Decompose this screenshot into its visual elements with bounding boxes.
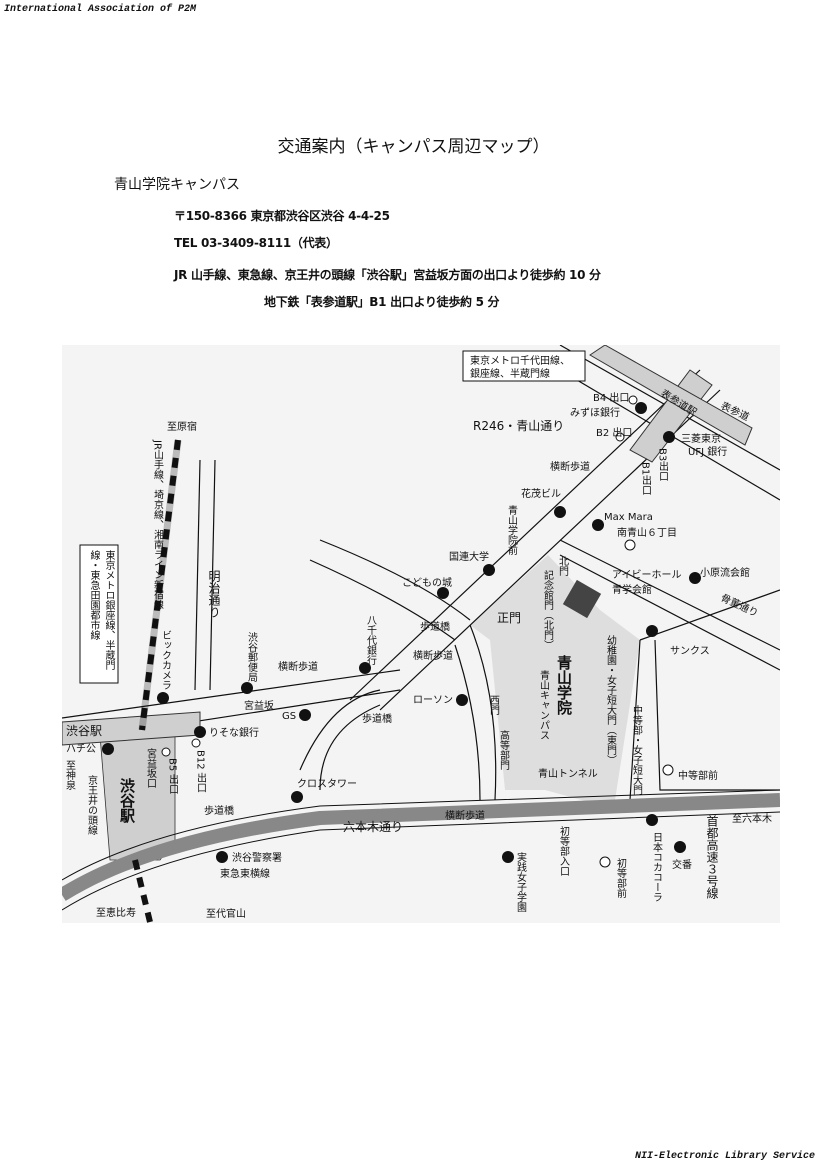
label: クロスタワー [297, 778, 357, 790]
label: 渋谷駅 [66, 724, 102, 738]
map-svg: 東京メトロ千代田線、 銀座線、半蔵門線 表参道駅 表参道 B4 出口 みずほ銀行… [58, 344, 781, 923]
label: 六本木通り [343, 820, 403, 834]
label: 至恵比寿 [96, 906, 136, 919]
label: ビックカメラ [160, 630, 171, 690]
label: 三菱東京 [681, 432, 721, 445]
label: 至六本木 [732, 812, 772, 825]
label: 西門 [488, 695, 500, 716]
label: 小原流会館 [700, 566, 750, 579]
label: 宮益坂口 [145, 747, 157, 788]
label: B4 出口 [593, 391, 629, 404]
campus-map: 東京メトロ千代田線、 銀座線、半蔵門線 表参道駅 表参道 B4 出口 みずほ銀行… [58, 344, 781, 923]
label: アイビーホール [612, 569, 682, 581]
label: JR山手線、埼京線、湘南ライン新宿線 [152, 439, 164, 610]
label: 国連大学 [449, 550, 489, 563]
label: B12 出口 [195, 750, 206, 793]
label: 東京メトロ千代田線、 [470, 354, 570, 367]
label: 交番 [672, 858, 692, 871]
address: 〒150-8366 東京都渋谷区渋谷 4-4-25 [174, 209, 390, 223]
telephone: TEL 03-3409-8111（代表） [174, 236, 338, 250]
jr-tracks [139, 439, 181, 731]
label: 東京メトロ銀座線、半蔵門線・東急田園都市線 [88, 550, 114, 670]
label: 京王井の頭線 [86, 774, 98, 835]
label: 横断歩道 [413, 649, 453, 662]
label: 正門 [497, 611, 521, 625]
label: 八千代銀行 [365, 615, 377, 666]
label: B3出口 [657, 448, 668, 481]
label: 南青山６丁目 [617, 526, 677, 539]
label: 青山キャンパス [538, 669, 550, 740]
header-org: International Association of P2M [4, 4, 197, 15]
label: 銀座線、半蔵門線 [470, 367, 550, 380]
label: 横断歩道 [550, 460, 590, 473]
label: 日本コカコーラ [651, 832, 663, 902]
label: ローソン [413, 695, 453, 706]
label: こどもの城 [402, 577, 452, 589]
label: 東急東横線 [220, 867, 270, 880]
label: 青学会館 [612, 583, 652, 596]
label: B2 出口 [596, 426, 632, 439]
label: 歩道橋 [420, 620, 450, 633]
footer-service: NII-Electronic Library Service [634, 1151, 815, 1162]
label: 北門 [557, 556, 569, 577]
label: 渋谷郵便局 [246, 631, 258, 683]
label: 初等部前 [615, 857, 627, 899]
seigaku-kaikan-building [562, 579, 602, 619]
metro-callout-top [462, 350, 586, 382]
label: 実践女子学園 [515, 851, 527, 913]
label: Max Mara [604, 512, 653, 523]
page-title: 交通案内（キャンパス周辺マップ） [277, 137, 550, 157]
label: 中等部・女子短大門 [631, 704, 643, 796]
label: ハチ公 [66, 743, 96, 755]
label: 首都高速３号線 [705, 815, 719, 899]
label: 青山学院前 [506, 504, 518, 556]
label: 至神泉 [64, 760, 76, 790]
label: 横断歩道 [445, 809, 485, 822]
access-metro: 地下鉄「表参道駅」B1 出口より徒歩約 5 分 [264, 295, 500, 309]
label: 幼稚園・女子短大門（東門） [605, 634, 617, 765]
label: 骨董通り [719, 591, 761, 620]
label: 宮益坂 [244, 699, 274, 712]
label: GS [282, 711, 296, 722]
expressway [58, 793, 781, 901]
label: 青山学院 [555, 654, 573, 716]
label: 横断歩道 [278, 660, 318, 673]
label: 歩道橋 [204, 804, 234, 817]
label: りそな銀行 [209, 726, 259, 739]
landmark-dots [102, 402, 701, 863]
label: サンクス [670, 645, 710, 657]
label: 青山トンネル [538, 767, 598, 780]
campus-name: 青山学院キャンパス [114, 177, 240, 193]
label: B5 出口 [167, 758, 178, 794]
access-jr: JR 山手線、東急線、京王井の頭線「渋谷駅」宮益坂方面の出口より徒歩約 10 分 [174, 268, 601, 282]
label: 記念館門（北門） [542, 569, 554, 650]
label: 明治通り [207, 570, 221, 618]
label: みずほ銀行 [570, 406, 620, 419]
metro-callout-left-text: 東京メトロ銀座線、半蔵門線・東急田園都市線 [88, 550, 114, 670]
label: B1出口 [640, 462, 651, 495]
label: 中等部前 [678, 769, 718, 782]
exit-and-bus-circles [161, 395, 674, 868]
campus-area [470, 555, 640, 805]
label: 花茂ビル [521, 487, 561, 500]
label: 渋谷駅 [118, 777, 136, 824]
label: 高等部門 [498, 729, 510, 771]
label: 初等部入口 [558, 825, 570, 876]
label: UFJ 銀行 [688, 445, 727, 458]
metro-callout-left [79, 544, 119, 684]
label: 至原宿 [167, 420, 197, 433]
label: 渋谷警察署 [232, 851, 282, 864]
label: 至代官山 [206, 907, 246, 920]
label: R246・青山通り [473, 419, 564, 433]
label: 歩道橋 [362, 712, 392, 725]
